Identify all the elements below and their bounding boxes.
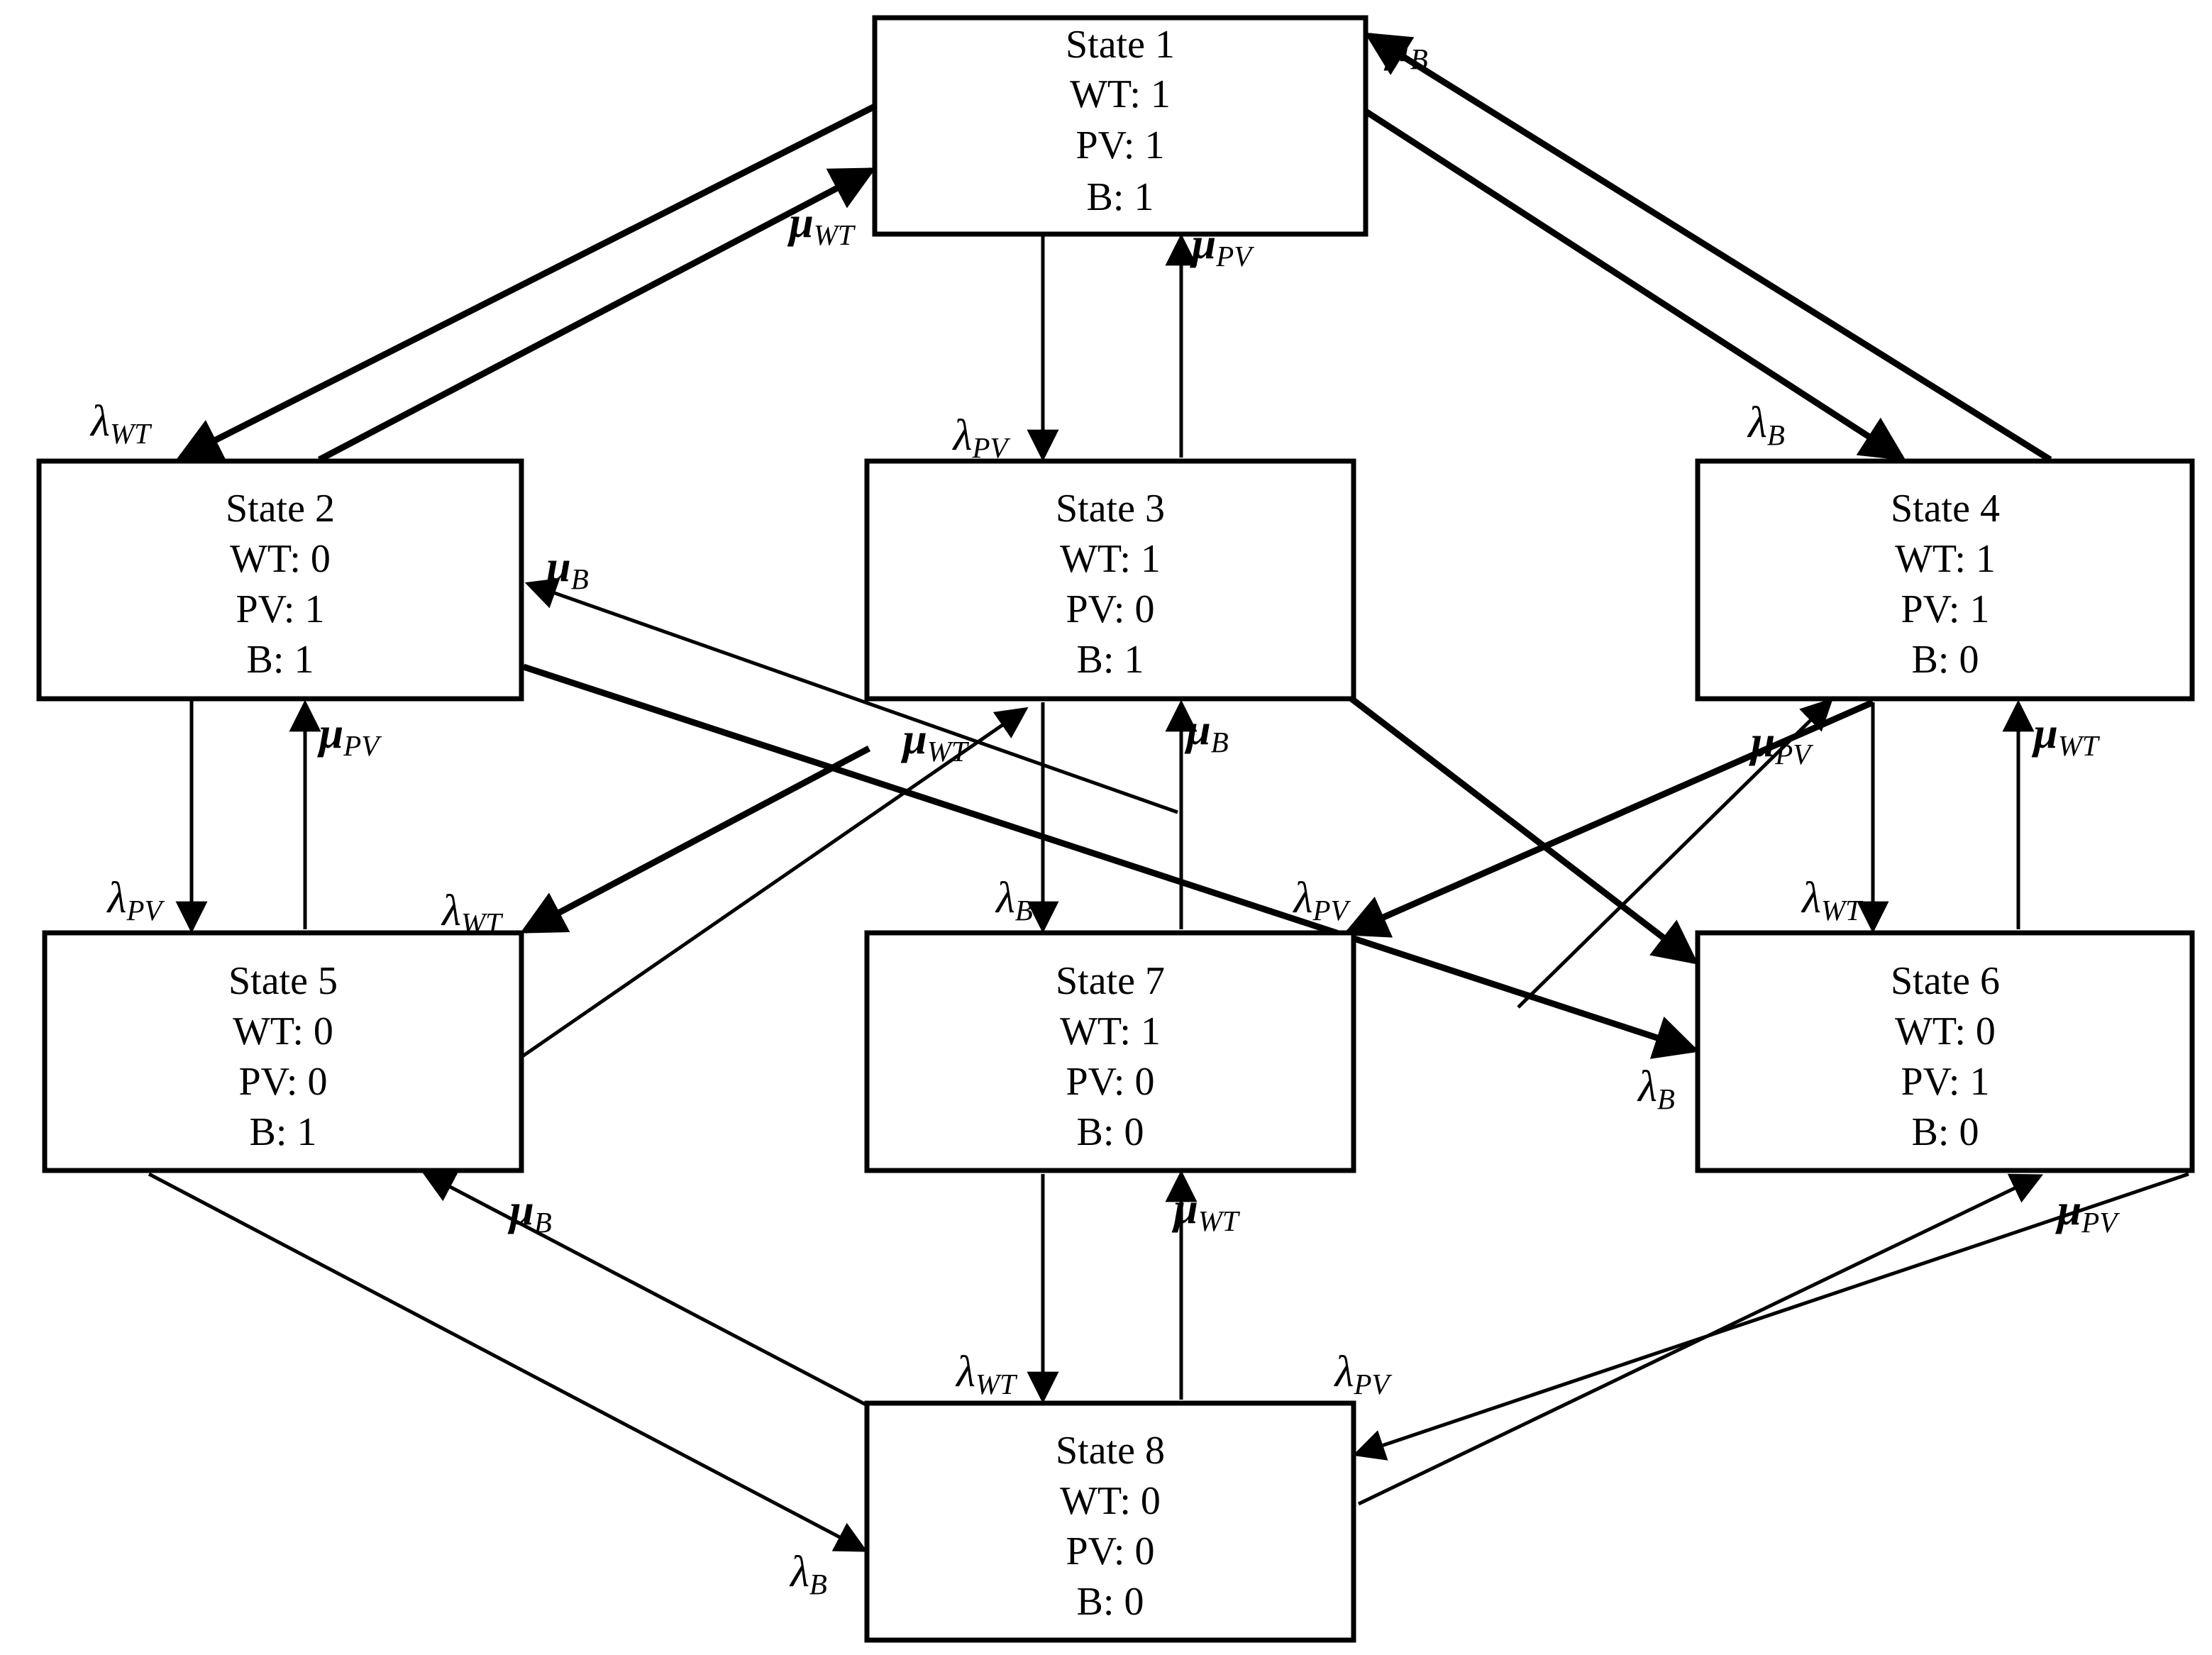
rate-label-lambda-b-1-4: λB — [1747, 399, 1785, 451]
rate-label-lambda-pv-1-3: λPV — [952, 411, 1011, 464]
state2-wt: WT: 0 — [230, 537, 331, 581]
state-box-state2[interactable]: State 2 WT: 0 PV: 1 B: 1 — [36, 458, 524, 702]
rate-label-lambda-pv-6-8: λPV — [1334, 1348, 1393, 1400]
rate-label-mu-b-3-2: μB — [544, 543, 588, 595]
state-box-state6[interactable]: State 6 WT: 0 PV: 1 B: 0 — [1695, 930, 2195, 1173]
edge-state3-to-state6 — [1349, 696, 1699, 965]
edge-state5-to-state3 — [520, 707, 1029, 1059]
state3-name: State 3 — [1056, 487, 1165, 531]
state7-wt: WT: 1 — [1060, 1009, 1161, 1053]
state-box-state5[interactable]: State 5 WT: 0 PV: 0 B: 1 — [42, 930, 524, 1173]
state2-name: State 2 — [226, 487, 335, 531]
state3-b: B: 1 — [1077, 638, 1144, 682]
edge-state4-to-state1 — [1364, 32, 2052, 463]
edge-state8-to-state5 — [422, 1172, 874, 1410]
rate-label-mu-wt-7-4: μWT — [2031, 709, 2101, 762]
rate-label-lambda-wt-3-6: λWT — [1801, 874, 1864, 926]
state6-b: B: 0 — [1912, 1110, 1979, 1154]
rate-label-mu-wt-2-1: μWT — [787, 199, 856, 251]
edge-state4-to-state7 — [1342, 699, 1874, 938]
rate-label-lambda-b-5-8: λB — [789, 1548, 827, 1600]
state8-b: B: 0 — [1077, 1580, 1144, 1624]
state2-b: B: 1 — [247, 638, 314, 682]
rate-label-mu-wt-5-3: μWT — [900, 715, 970, 768]
state8-pv: PV: 0 — [1066, 1529, 1155, 1573]
state4-b: B: 0 — [1912, 638, 1979, 682]
rate-label-lambda-b-3-7: λB — [995, 874, 1033, 926]
state1-pv: PV: 1 — [1076, 123, 1165, 167]
edge-state1-to-state2 — [175, 103, 877, 461]
state4-pv: PV: 1 — [1901, 587, 1990, 631]
rate-label-lambda-wt-7-5: λWT — [441, 887, 504, 939]
rate-label-lambda-wt-1-2: λWT — [89, 397, 153, 450]
state-box-state1[interactable]: State 1 WT: 1 PV: 1 B: 1 — [872, 15, 1368, 237]
state6-name: State 6 — [1891, 959, 2000, 1003]
state4-wt: WT: 1 — [1895, 537, 1996, 581]
rate-label-mu-pv-3-1: μPV — [1190, 220, 1254, 272]
edge-state6-to-state8 — [1352, 1172, 2189, 1461]
state6-wt: WT: 0 — [1895, 1009, 1996, 1053]
edge-state6-to-state4 — [1517, 698, 1834, 1009]
edge-state1-to-state4 — [1361, 107, 1906, 461]
state5-wt: WT: 0 — [233, 1009, 333, 1053]
edge-state2-to-state1 — [317, 167, 876, 463]
edge-state3-to-state2 — [524, 577, 1178, 814]
rate-label-lambda-pv-2-5: λPV — [106, 874, 165, 926]
state-box-state8[interactable]: State 8 WT: 0 PV: 0 B: 0 — [864, 1400, 1356, 1643]
rate-label-mu-pv-8-6: μPV — [2055, 1186, 2120, 1239]
state1-wt: WT: 1 — [1070, 72, 1171, 116]
state8-name: State 8 — [1056, 1429, 1165, 1473]
state1-b: B: 1 — [1087, 175, 1154, 219]
rate-label-mu-b-4-1: μB — [1383, 23, 1427, 75]
rate-labels-layer: λWT μWT λPV μPV λB μB — [89, 23, 2120, 1600]
rate-label-lambda-b-2-6: λB — [1637, 1063, 1675, 1115]
state2-pv: PV: 1 — [236, 587, 325, 631]
state-box-state3[interactable]: State 3 WT: 1 PV: 0 B: 1 — [864, 458, 1356, 702]
state6-pv: PV: 1 — [1901, 1060, 1990, 1104]
rate-label-mu-wt-8-7: μWT — [1171, 1185, 1241, 1237]
rate-label-lambda-wt-7-8: λWT — [955, 1348, 1018, 1400]
state7-name: State 7 — [1056, 959, 1165, 1003]
rate-label-mu-b-8-5: μB — [507, 1186, 551, 1239]
state7-b: B: 0 — [1077, 1110, 1144, 1154]
state5-b: B: 1 — [250, 1110, 317, 1154]
state-box-state7[interactable]: State 7 WT: 1 PV: 0 B: 0 — [864, 930, 1356, 1173]
rate-label-mu-b-7-3: μB — [1184, 706, 1228, 758]
rate-label-mu-pv-6-4: μPV — [1749, 718, 1813, 770]
edges-layer — [148, 32, 2189, 1552]
state3-wt: WT: 1 — [1060, 537, 1161, 581]
state1-name: State 1 — [1066, 23, 1175, 67]
state-box-state4[interactable]: State 4 WT: 1 PV: 1 B: 0 — [1695, 458, 2195, 702]
edge-state5-to-state8 — [148, 1172, 868, 1552]
edge-state7-to-state5 — [520, 746, 871, 934]
state5-pv: PV: 0 — [239, 1060, 328, 1104]
edge-state2-to-state6 — [522, 663, 1700, 1059]
state3-pv: PV: 0 — [1066, 587, 1155, 631]
state7-pv: PV: 0 — [1066, 1060, 1155, 1104]
rate-label-mu-pv-5-2: μPV — [317, 709, 382, 762]
state8-wt: WT: 0 — [1060, 1479, 1161, 1523]
state-boxes-layer: State 1 WT: 1 PV: 1 B: 1 State 2 WT: 0 P… — [36, 15, 2195, 1643]
state4-name: State 4 — [1891, 487, 2000, 531]
rate-label-lambda-pv-4-7: λPV — [1293, 874, 1351, 926]
state5-name: State 5 — [228, 959, 338, 1003]
